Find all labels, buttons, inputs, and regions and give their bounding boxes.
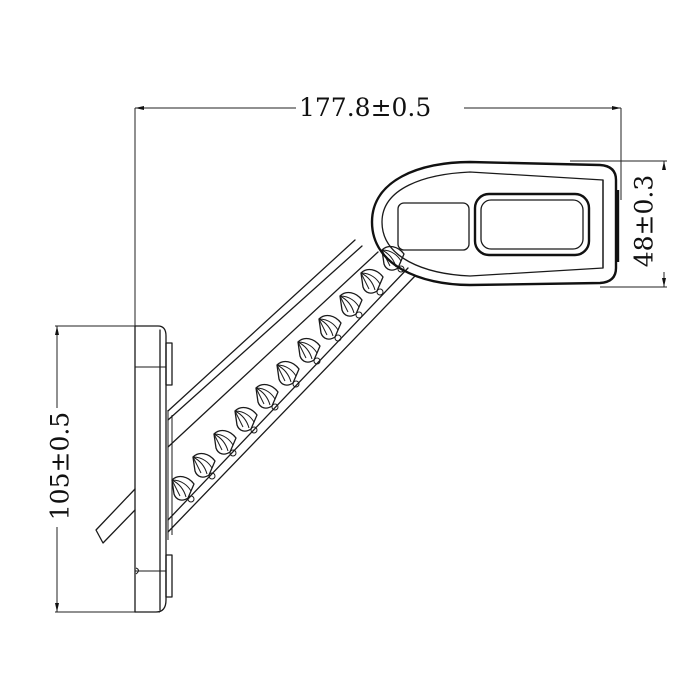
- cable: [95, 488, 136, 544]
- lens-left: [397, 202, 470, 251]
- lamp-head: [370, 160, 620, 287]
- dimension-head-height-label: 48±0.3: [630, 171, 659, 271]
- mount-tab-top: [165, 342, 173, 386]
- dimension-head-height: [570, 160, 667, 288]
- dimension-overall-width: [134, 106, 622, 330]
- stalk-arm: [167, 239, 416, 540]
- dimension-base-height-label: 105±0.5: [46, 408, 75, 524]
- lens-right-frame: [473, 192, 591, 257]
- arm-ribs: [171, 245, 405, 503]
- lens-right: [480, 199, 584, 250]
- mounting-base: [134, 325, 173, 613]
- dimension-width-label: 177.8±0.5: [296, 95, 435, 120]
- mount-tab-bottom: [165, 554, 173, 598]
